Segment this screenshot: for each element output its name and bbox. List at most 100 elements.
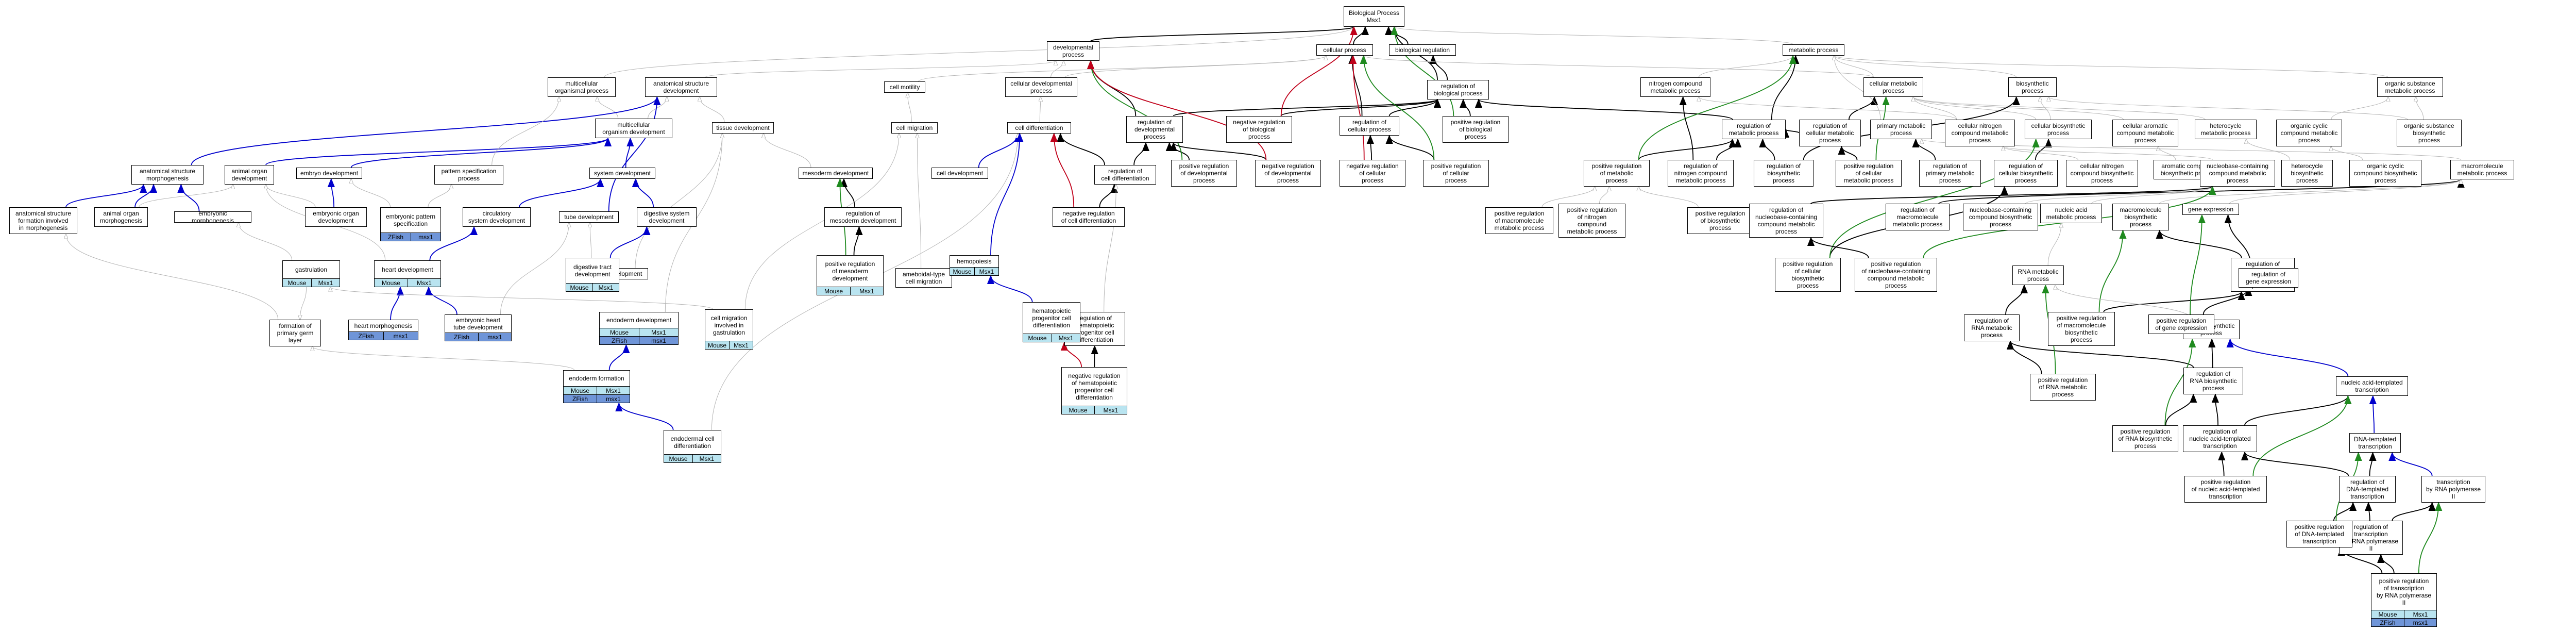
go-term-node[interactable]: positive regulation of nucleic acid-temp… xyxy=(2184,476,2267,503)
go-term-node[interactable]: macromolecule metabolic process xyxy=(2450,160,2514,179)
go-term-node[interactable]: positive regulation of nucleobase-contai… xyxy=(1855,258,1937,292)
go-term-annotated-node[interactable]: positive regulation of transcription by … xyxy=(2371,573,2437,627)
go-term-node[interactable]: mesoderm development xyxy=(799,168,873,179)
go-term-node[interactable]: regulation of cellular biosynthetic proc… xyxy=(1994,160,2058,187)
go-term-node[interactable]: regulation of DNA-templated transcriptio… xyxy=(2339,476,2396,503)
go-term-node[interactable]: regulation of RNA metabolic process xyxy=(1964,314,2020,341)
go-term-node[interactable]: regulation of mesoderm development xyxy=(824,207,902,227)
go-term-node[interactable]: negative regulation of developmental pro… xyxy=(1255,160,1321,187)
go-term-node[interactable]: cellular metabolic process xyxy=(1863,77,1923,97)
go-term-node[interactable]: positive regulation of biological proces… xyxy=(1443,116,1509,143)
go-term-node[interactable]: regulation of developmental process xyxy=(1126,116,1183,143)
go-term-node[interactable]: animal organ development xyxy=(225,165,274,185)
go-term-node[interactable]: positive regulation of cellular process xyxy=(1423,160,1489,187)
go-term-node[interactable]: circulatory system development xyxy=(463,207,531,227)
go-term-node[interactable]: digestive system development xyxy=(637,207,697,227)
go-term-node[interactable]: DNA-templated transcription xyxy=(2349,433,2401,453)
go-term-node[interactable]: ameboidal-type cell migration xyxy=(895,268,952,288)
go-term-node[interactable]: organic substance metabolic process xyxy=(2377,77,2443,97)
go-term-node[interactable]: positive regulation of biosynthetic proc… xyxy=(1687,207,1753,234)
go-term-node[interactable]: cellular nitrogen compound biosynthetic … xyxy=(2066,160,2138,187)
go-term-node[interactable]: positive regulation of macromolecule met… xyxy=(1485,207,1553,234)
go-term-node[interactable]: anatomical structure morphogenesis xyxy=(131,165,204,185)
go-term-node[interactable]: nucleobase-containing compound biosynthe… xyxy=(1963,204,2038,230)
go-term-node[interactable]: negative regulation of cell differentiat… xyxy=(1053,207,1125,227)
go-term-node[interactable]: metabolic process xyxy=(1783,44,1844,56)
go-term-node[interactable]: pattern specification process xyxy=(434,165,503,185)
go-term-node[interactable]: regulation of biosynthetic process xyxy=(1754,160,1814,187)
go-term-node[interactable]: macromolecule biosynthetic process xyxy=(2112,204,2169,230)
go-term-node[interactable]: cell development xyxy=(931,168,988,179)
go-term-node[interactable]: cell motility xyxy=(884,81,925,93)
go-term-node[interactable]: formation of primary germ layer xyxy=(269,320,321,346)
go-term-node[interactable]: developmental process xyxy=(1047,41,1099,61)
go-term-node[interactable]: regulation of metabolic process xyxy=(1722,120,1786,139)
go-term-node[interactable]: regulation of cellular process xyxy=(1340,116,1399,136)
go-term-node[interactable]: animal organ morphogenesis xyxy=(94,207,148,227)
go-term-annotated-node[interactable]: hematopoietic progenitor cell differenti… xyxy=(1023,302,1080,342)
go-term-node[interactable]: regulation of nucleic acid-templated tra… xyxy=(2183,425,2257,452)
go-term-node[interactable]: positive regulation of nitrogen compound… xyxy=(1558,204,1625,238)
go-term-node[interactable]: positive regulation of gene expression xyxy=(2148,314,2214,334)
go-term-node[interactable]: cellular nitrogen compound metabolic pro… xyxy=(1945,120,2015,146)
go-term-node[interactable]: multicellular organism development xyxy=(595,119,672,138)
go-term-node[interactable]: tissue development xyxy=(712,122,774,134)
go-term-node[interactable]: regulation of primary metabolic process xyxy=(1919,160,1981,187)
go-term-node[interactable]: cellular aromatic compound metabolic pro… xyxy=(2112,120,2178,146)
go-term-node[interactable]: nucleobase-containing compound metabolic… xyxy=(2200,160,2275,187)
go-term-node[interactable]: positive regulation of developmental pro… xyxy=(1171,160,1237,187)
go-term-node[interactable]: anatomical structure formation involved … xyxy=(9,207,77,234)
go-term-node[interactable]: positive regulation of metabolic process xyxy=(1584,160,1650,187)
go-term-node[interactable]: tube development xyxy=(559,211,619,223)
go-term-node[interactable]: biological regulation xyxy=(1389,44,1456,56)
go-term-node[interactable]: multicellular organismal process xyxy=(548,77,616,97)
go-term-node[interactable]: transcription by RNA polymerase II xyxy=(2421,476,2485,503)
go-term-node[interactable]: heterocycle biosynthetic process xyxy=(2281,160,2333,187)
go-term-node[interactable]: regulation of cell differentiation xyxy=(1094,165,1156,185)
go-term-node[interactable]: organic cyclic compound biosynthetic pro… xyxy=(2349,160,2421,187)
go-term-node[interactable]: nitrogen compound metabolic process xyxy=(1640,77,1710,97)
go-term-node[interactable]: regulation of macromolecule metabolic pr… xyxy=(1886,204,1950,230)
go-term-node[interactable]: cellular biosynthetic process xyxy=(2025,120,2092,139)
go-term-node[interactable]: heterocycle metabolic process xyxy=(2195,120,2257,139)
go-term-node[interactable]: regulation of biological process xyxy=(1427,80,1489,99)
go-term-annotated-node[interactable]: negative regulation of hematopoietic pro… xyxy=(1061,367,1127,414)
go-term-node[interactable]: positive regulation of macromolecule bio… xyxy=(2048,312,2115,346)
go-term-node[interactable]: nucleic acid-templated transcription xyxy=(2336,376,2408,396)
go-term-node[interactable]: nucleic acid metabolic process xyxy=(2040,204,2102,223)
go-term-node[interactable]: organic substance biosynthetic process xyxy=(2397,120,2462,146)
go-term-node[interactable]: embryonic morphogenesis xyxy=(174,211,251,223)
go-term-node[interactable]: positive regulation of cellular biosynth… xyxy=(1775,258,1841,292)
go-term-node[interactable]: regulation of RNA biosynthetic process xyxy=(2183,368,2243,394)
go-term-node[interactable]: system development xyxy=(589,168,655,179)
go-term-node[interactable]: organic cyclic compound metabolic proces… xyxy=(2276,120,2342,146)
go-term-node[interactable]: embryonic organ development xyxy=(305,207,367,227)
go-term-node[interactable]: primary metabolic process xyxy=(1870,120,1932,139)
go-term-node[interactable]: regulation of nitrogen compound metaboli… xyxy=(1668,160,1734,187)
go-term-node[interactable]: regulation of nucleobase-containing comp… xyxy=(1749,204,1823,238)
go-term-node[interactable]: positive regulation of RNA metabolic pro… xyxy=(2030,374,2096,401)
go-term-node[interactable]: negative regulation of biological proces… xyxy=(1226,116,1292,143)
go-term-node[interactable]: anatomical structure development xyxy=(645,77,717,97)
go-term-node[interactable]: cell migration xyxy=(891,122,938,134)
go-term-annotated-node[interactable]: positive regulation of mesoderm developm… xyxy=(817,255,884,295)
go-term-node[interactable]: cell differentiation xyxy=(1007,122,1071,134)
go-term-node[interactable]: positive regulation of RNA biosynthetic … xyxy=(2112,425,2178,452)
go-term-node[interactable]: regulation of cellular metabolic process xyxy=(1799,120,1861,146)
go-term-node[interactable]: positive regulation of DNA-templated tra… xyxy=(2286,521,2352,547)
go-term-node[interactable]: embryo development xyxy=(296,168,362,179)
go-term-node[interactable]: positive regulation of cellular metaboli… xyxy=(1836,160,1902,187)
go-term-node[interactable]: gene expression xyxy=(2182,204,2239,215)
go-term-node[interactable]: biosynthetic process xyxy=(2008,77,2057,97)
